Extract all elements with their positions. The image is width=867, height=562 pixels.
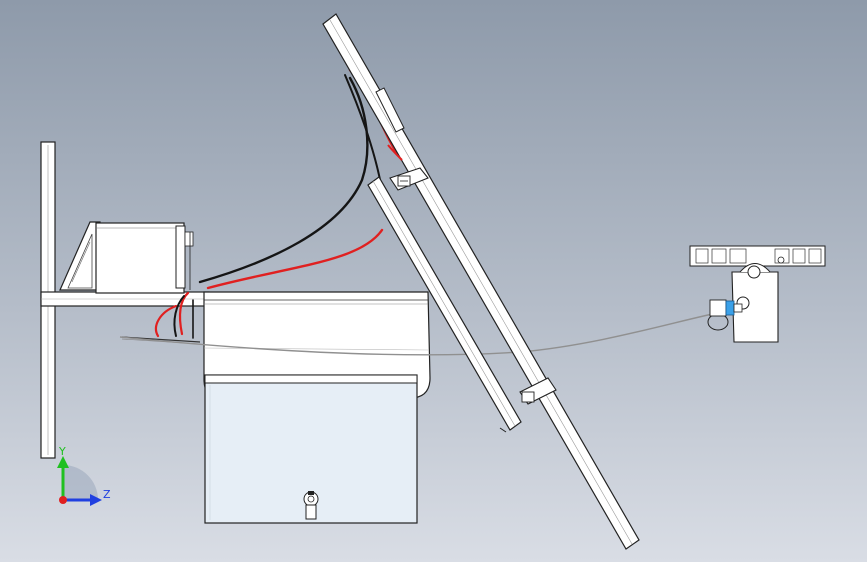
y-axis-label: Y	[58, 445, 66, 458]
orientation-triad: Y Z	[57, 445, 111, 506]
lower-clamp	[499, 377, 557, 433]
y-axis-head	[57, 456, 69, 468]
sensor-cable	[119, 311, 723, 356]
upper-clamp	[389, 167, 429, 191]
cable-clip	[709, 299, 743, 317]
tank-valve	[303, 491, 319, 520]
triad-origin	[59, 496, 67, 504]
solar-panel-bracket	[367, 176, 522, 431]
battery-housing	[59, 221, 194, 294]
z-axis-head	[90, 494, 102, 506]
sensor-assembly	[689, 245, 826, 343]
solar-panel-frame	[322, 13, 640, 550]
panel-junction-box	[375, 87, 405, 161]
z-axis-label: Z	[103, 488, 111, 501]
